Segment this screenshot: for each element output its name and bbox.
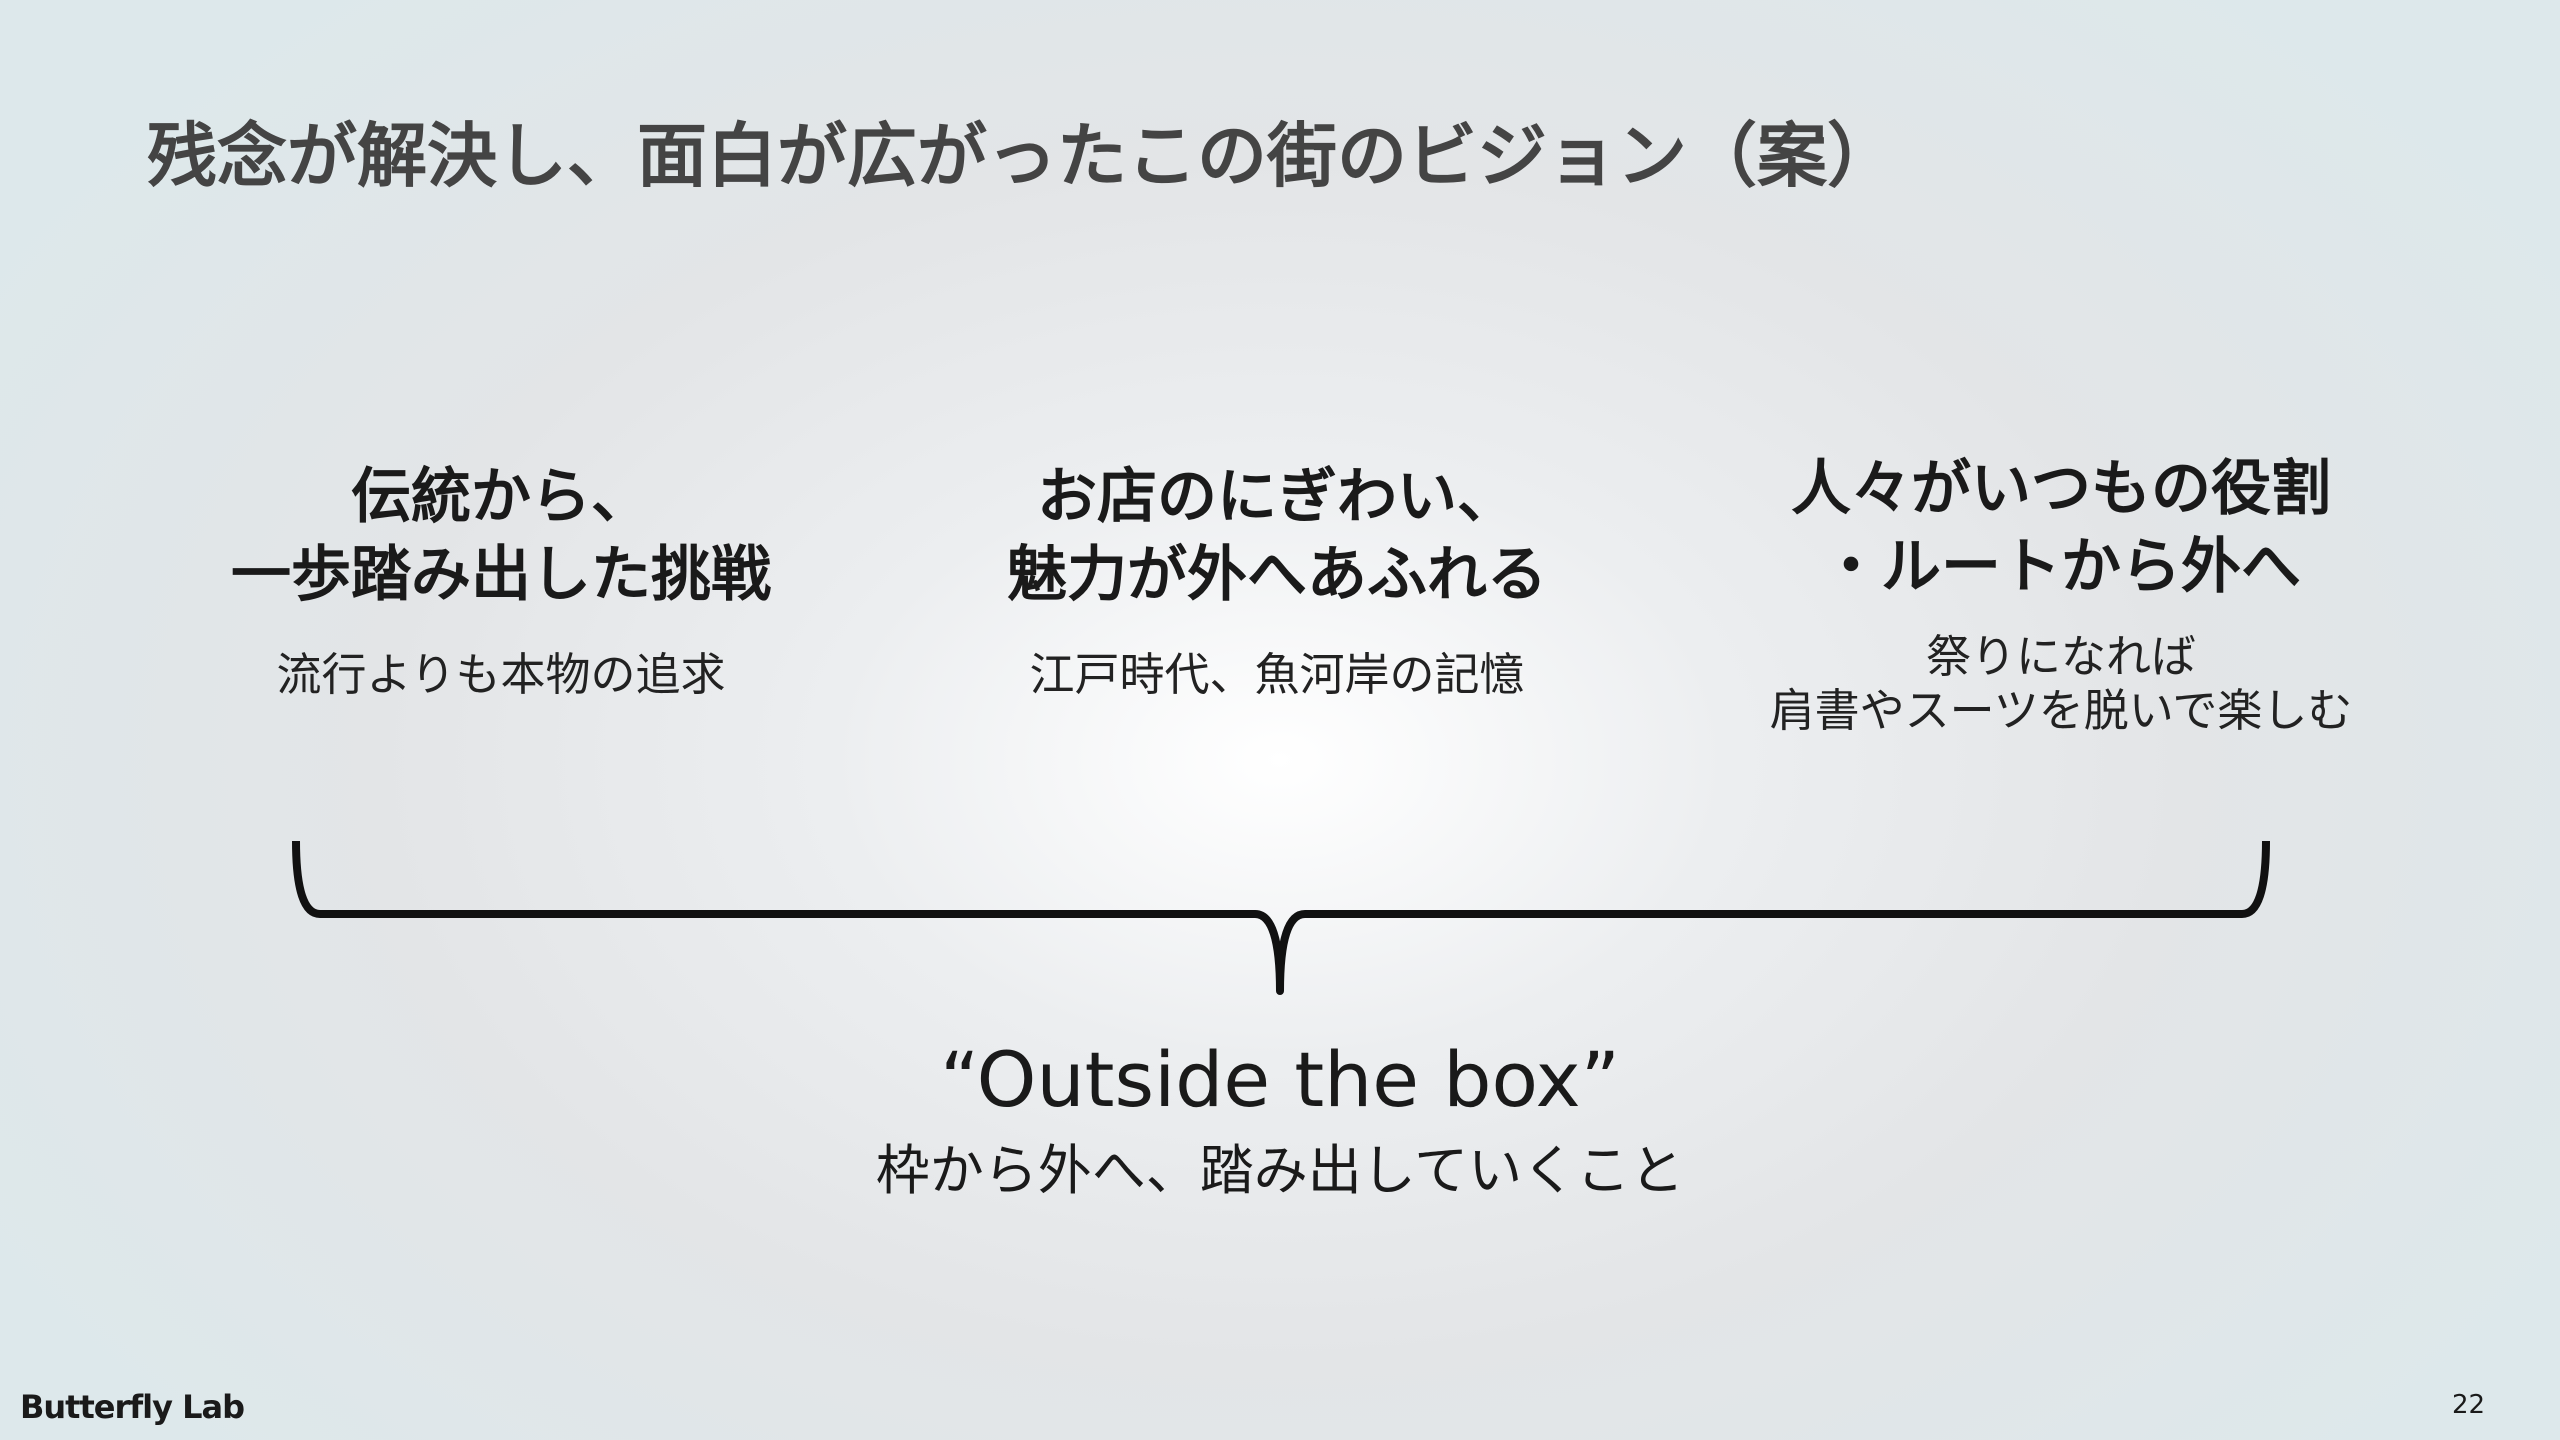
page-number: 22 xyxy=(2452,1390,2486,1420)
vision-column-tradition: 伝統から、一歩踏み出した挑戦 流行よりも本物の追求 xyxy=(121,458,881,702)
heading-line: 魅力が外へあふれる xyxy=(1007,540,1547,610)
column-sub: 祭りになれば肩書やスーツを脱いで楽しむ xyxy=(1681,630,2441,738)
sub-line: 江戸時代、魚河岸の記憶 xyxy=(1029,648,1525,701)
summary-quote: “Outside the box” xyxy=(940,1035,1620,1124)
heading-line: 一歩踏み出した挑戦 xyxy=(231,540,771,610)
heading-line: 人々がいつもの役割 xyxy=(1791,454,2331,524)
slide-title: 残念が解決し、面白が広がったこの街のビジョン（案） xyxy=(147,115,1897,197)
summary-sub: 枠から外へ、踏み出していくこと xyxy=(875,1139,1685,1202)
sub-line: 祭りになれば xyxy=(1925,630,2196,683)
heading-line: ・ルートから外へ xyxy=(1821,532,2301,602)
column-sub: 流行よりも本物の追求 xyxy=(121,648,881,702)
brand-logo: Butterfly Lab xyxy=(20,1388,245,1426)
vision-column-shops: お店のにぎわい、魅力が外へあふれる 江戸時代、魚河岸の記憶 xyxy=(897,458,1657,702)
column-sub: 江戸時代、魚河岸の記憶 xyxy=(897,648,1657,702)
vision-column-people: 人々がいつもの役割・ルートから外へ 祭りになれば肩書やスーツを脱いで楽しむ xyxy=(1681,450,2441,738)
sub-line: 流行よりも本物の追求 xyxy=(276,648,726,701)
column-heading: 人々がいつもの役割・ルートから外へ xyxy=(1681,450,2441,606)
sub-line: 肩書やスーツを脱いで楽しむ xyxy=(1769,684,2353,737)
heading-line: 伝統から、 xyxy=(351,462,651,532)
column-heading: お店のにぎわい、魅力が外へあふれる xyxy=(897,458,1657,614)
column-heading: 伝統から、一歩踏み出した挑戦 xyxy=(121,458,881,614)
heading-line: お店のにぎわい、 xyxy=(1037,462,1517,532)
